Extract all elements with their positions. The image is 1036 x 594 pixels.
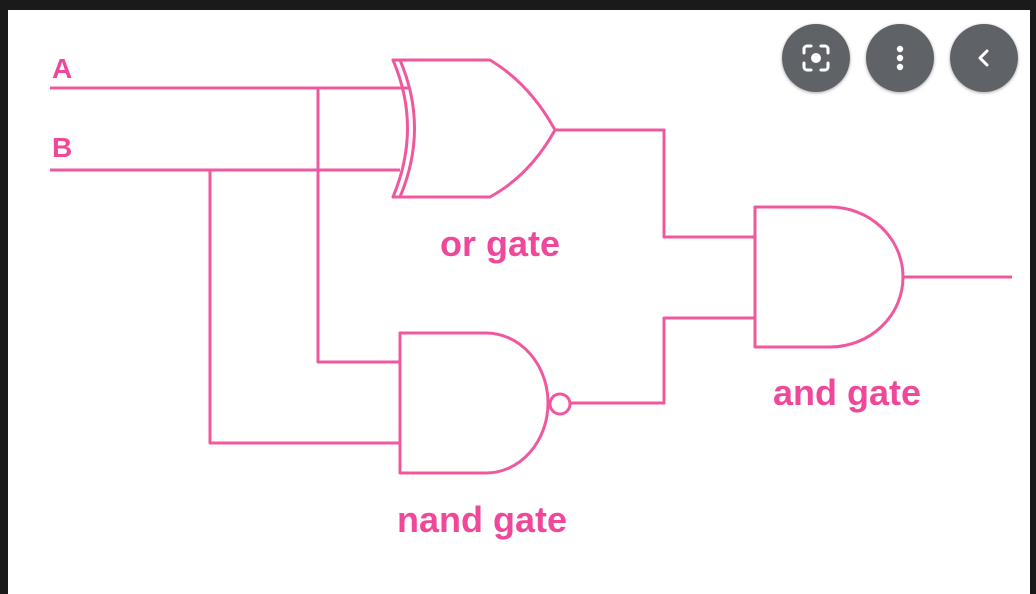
lens-search-button[interactable] <box>782 24 850 92</box>
and-gate-label: and gate <box>773 372 921 413</box>
nand-gate <box>398 331 550 475</box>
or-gate-label: or gate <box>440 223 560 264</box>
input-label-a: A <box>52 53 72 84</box>
wire-nand-to-and <box>571 316 755 405</box>
input-label-b: B <box>52 132 72 163</box>
nand-gate-bubble <box>548 392 572 416</box>
chevron-left-icon <box>978 49 989 67</box>
or-gate <box>391 58 557 199</box>
image-panel: A B or gate nand gate and gate <box>8 10 1030 594</box>
and-gate <box>753 205 905 349</box>
back-button[interactable] <box>950 24 1018 92</box>
google-lens-icon <box>802 44 830 72</box>
nand-gate-label: nand gate <box>397 499 567 540</box>
wire-or-to-and <box>555 128 755 239</box>
wire-a-branch-to-nand <box>316 88 400 364</box>
logic-circuit-diagram: A B or gate nand gate and gate <box>50 53 1012 540</box>
wire-b-branch-to-nand <box>208 170 400 445</box>
more-vertical-icon <box>896 45 904 71</box>
more-options-button[interactable] <box>866 24 934 92</box>
or-gate-input-curve <box>398 59 416 198</box>
